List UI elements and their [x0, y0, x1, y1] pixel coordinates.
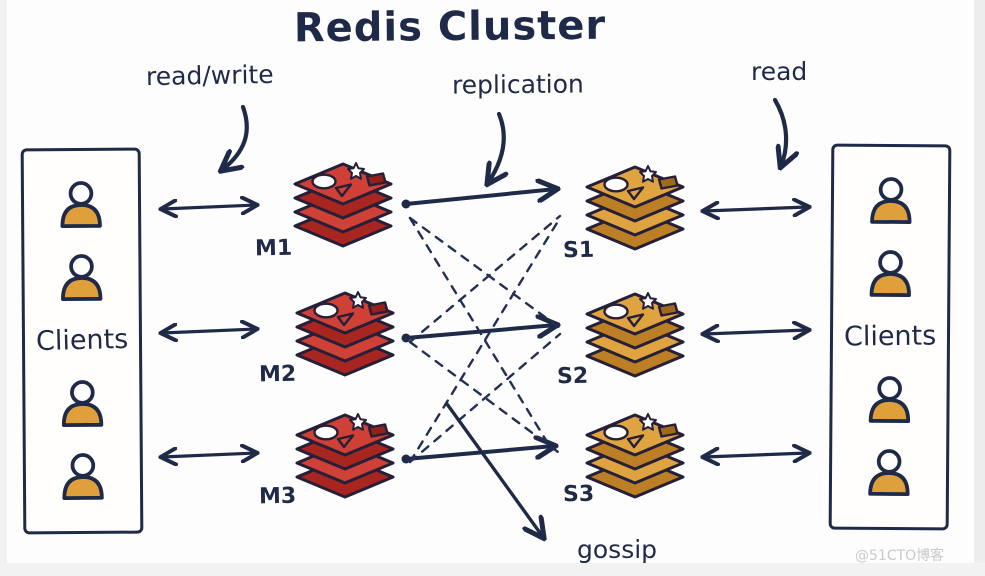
- gossip-mesh-lines: [408, 214, 562, 464]
- read-label: read: [751, 57, 808, 86]
- person-icon: [55, 252, 107, 302]
- master-node-m3-icon: [289, 409, 401, 503]
- clients-left-label: Clients: [35, 324, 129, 358]
- read-arrow: [772, 97, 786, 166]
- bottom-edge-strip: [0, 563, 985, 576]
- replica-label-s2: S2: [556, 363, 589, 390]
- replica-node-s1-icon: [579, 161, 691, 255]
- read-write-label: read/write: [145, 59, 274, 92]
- clients-box-right: Clients: [828, 143, 952, 531]
- master-label-m2: M2: [258, 361, 297, 388]
- replica-node-s3-icon: [579, 409, 691, 503]
- page-title: Redis Cluster: [293, 2, 607, 52]
- read-write-arrow: [222, 104, 249, 170]
- gossip-pointer-arrow: [445, 402, 543, 537]
- person-icon: [57, 452, 109, 502]
- master-label-m3: M3: [258, 483, 297, 510]
- client-master-arrows: [162, 205, 256, 457]
- gossip-label: gossip: [577, 535, 658, 564]
- clients-box-left: Clients: [20, 147, 144, 535]
- replication-arrow: [488, 111, 504, 183]
- person-icon: [864, 248, 916, 298]
- replica-label-s1: S1: [562, 237, 595, 264]
- person-icon: [55, 180, 107, 230]
- replication-label: replication: [451, 69, 584, 100]
- replica-client-arrows: [704, 207, 808, 457]
- right-edge-strip: [974, 0, 985, 576]
- clients-right-label: Clients: [843, 321, 937, 353]
- replication-arrows: [401, 189, 557, 464]
- person-icon: [865, 176, 917, 226]
- watermark: @51CTO博客: [855, 548, 945, 564]
- master-node-m1-icon: [287, 158, 399, 252]
- replica-node-s2-icon: [579, 288, 691, 382]
- person-icon: [56, 379, 108, 429]
- left-edge-strip: [0, 0, 7, 576]
- master-label-m1: M1: [254, 235, 293, 262]
- replica-label-s3: S3: [562, 481, 595, 508]
- person-icon: [863, 448, 915, 498]
- master-node-m2-icon: [289, 287, 401, 381]
- person-icon: [863, 375, 915, 425]
